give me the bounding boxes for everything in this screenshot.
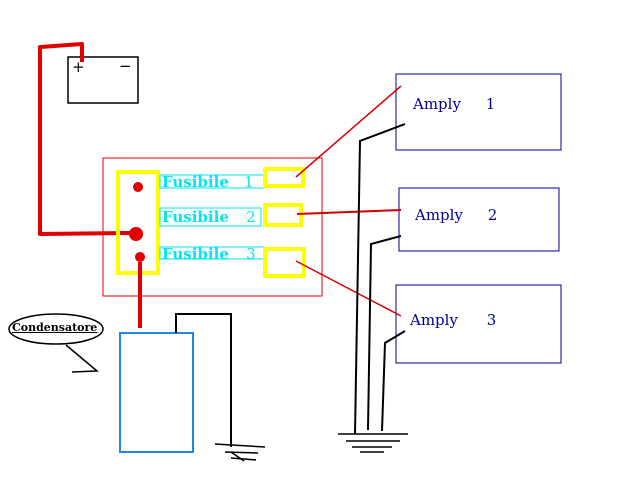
fuse-2-number: 2 bbox=[246, 208, 256, 226]
fuse-1-label: Fusibile 1 bbox=[162, 173, 254, 191]
ground-wire-amp-3 bbox=[381, 330, 406, 432]
power-wire-amp-1 bbox=[295, 85, 402, 178]
capacitor-ground-wire bbox=[175, 313, 232, 447]
capacitor-callout-pointer bbox=[65, 344, 99, 373]
distribution-terminal-3 bbox=[135, 252, 145, 262]
capacitor-body bbox=[119, 332, 194, 453]
amplifier-1-label: Amply 1 bbox=[413, 95, 495, 113]
fuse-1-terminal bbox=[263, 167, 305, 188]
amplifier-2-label: Amply 2 bbox=[415, 206, 497, 224]
battery-plus-sign: + bbox=[72, 58, 85, 76]
capacitor-ground-symbol bbox=[214, 443, 266, 462]
capacitor-label: Condensatore bbox=[12, 321, 98, 334]
ground-wire-amp-2 bbox=[367, 235, 402, 431]
fuse-3-label: Fusibile 3 bbox=[162, 245, 256, 263]
fuse-2-slot bbox=[159, 207, 262, 227]
fuse-2-terminal bbox=[263, 203, 303, 227]
power-wire-amp-3 bbox=[295, 260, 402, 317]
fuse-3-number: 3 bbox=[246, 245, 256, 263]
amplifier-3-label: Amply 3 bbox=[410, 311, 496, 329]
amplifier-2-text: Amply bbox=[415, 206, 463, 224]
amplifier-3-number: 3 bbox=[486, 311, 497, 329]
main-power-wire bbox=[38, 42, 129, 236]
power-wire-amp-2 bbox=[296, 209, 402, 215]
distribution-terminal-2 bbox=[129, 227, 143, 241]
battery-minus-sign: − bbox=[119, 57, 132, 75]
fuse-block bbox=[102, 157, 323, 297]
amplifier-2-box bbox=[398, 187, 560, 252]
fuse-1-number: 1 bbox=[244, 173, 254, 191]
amplifier-1-number: 1 bbox=[485, 95, 496, 113]
capacitor-callout-bubble bbox=[8, 313, 104, 345]
fuse-2-label: Fusibile 2 bbox=[162, 208, 256, 226]
amplifier-1-text: Amply bbox=[413, 95, 461, 113]
amplifier-1-box bbox=[395, 73, 562, 151]
fuse-2-text: Fusibile bbox=[162, 208, 229, 226]
fuse-1-text: Fusibile bbox=[162, 173, 229, 191]
distribution-terminal-1 bbox=[133, 182, 143, 192]
amplifier-ground-symbol bbox=[338, 433, 408, 453]
ground-wire-amp-1 bbox=[354, 123, 406, 435]
amplifier-2-number: 2 bbox=[487, 206, 498, 224]
fuse-3-terminal bbox=[263, 247, 306, 278]
battery-body bbox=[67, 56, 139, 104]
amplifier-3-box bbox=[395, 284, 562, 364]
amplifier-3-text: Amply bbox=[410, 311, 458, 329]
fuse-3-text: Fusibile bbox=[162, 245, 229, 263]
